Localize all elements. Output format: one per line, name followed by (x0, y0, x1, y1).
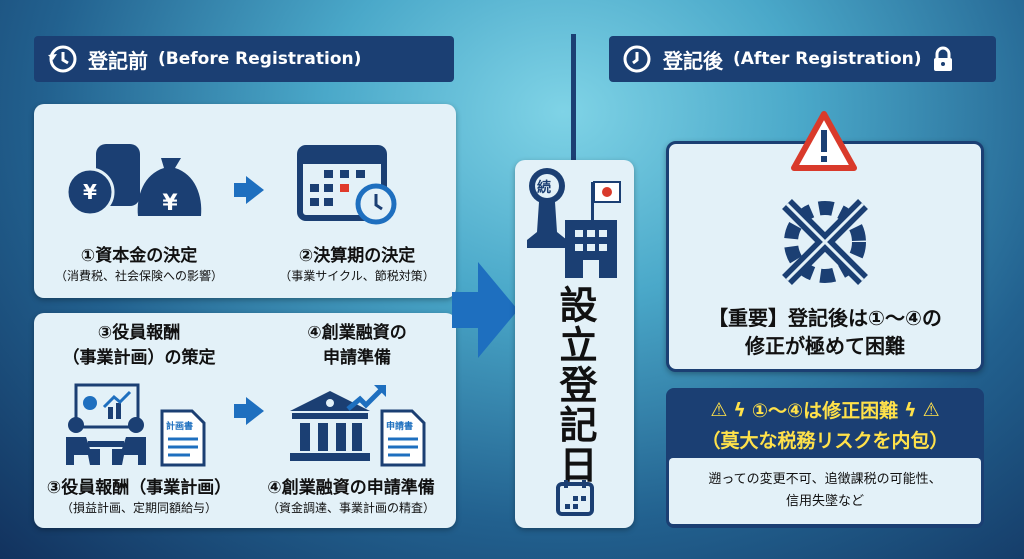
seal-stamp-building-icon (527, 168, 621, 278)
yen-money-icon: ¥ ¥ (66, 144, 202, 217)
warning-icon: ⚠ (710, 398, 728, 421)
calendar-icon (556, 480, 594, 516)
important-panel: 【重要】登記後は①～④の 修正が極めて困難 (666, 141, 984, 372)
step-4-heading: ④創業融資の 申請準備 (307, 323, 407, 368)
svg-text:¥: ¥ (83, 180, 97, 204)
plan-document-icon (160, 409, 206, 467)
after-subtitle: (After Registration) (733, 49, 922, 69)
broken-gear-icon (782, 199, 868, 285)
step-3-title: ③役員報酬（事業計画） (46, 478, 232, 498)
after-title: 登記後 (663, 48, 723, 73)
timeline-divider (571, 34, 576, 162)
business-meeting-icon (66, 383, 146, 465)
step-arrow-icon (234, 397, 264, 425)
risk-warning-line2: （莫大な税務リスクを内包） (701, 430, 949, 452)
step-4-title: ④創業融資の申請準備 (267, 478, 435, 498)
application-document-label: 申請書 (386, 422, 414, 432)
risk-warning-title-row: ⚠ϟ ①～④は修正困難 ϟ⚠ (666, 396, 984, 423)
registration-day-label: 設立登記日 (553, 285, 597, 485)
registration-day-panel: 続 設立登記日 (515, 160, 634, 528)
plan-document-label: 計画書 (166, 422, 194, 432)
lightning-icon: ϟ (904, 398, 917, 421)
main-flow-arrow-icon (452, 262, 518, 358)
warning-triangle-icon (791, 111, 857, 171)
important-text: 【重要】登記後は①～④の 修正が極めて困難 (708, 306, 942, 358)
risk-warning-line1: ①～④は修正困難 (751, 400, 899, 422)
steps-panel-1: ¥ ¥ ①資本金の決定 （消費税、社会保険への影響） ②決算期の決定 （事業サイ… (34, 104, 456, 298)
warning-icon: ⚠ (922, 398, 940, 421)
application-document-icon (380, 409, 426, 467)
bank-growth-icon (290, 385, 386, 461)
history-clock-icon (48, 45, 77, 73)
calendar-clock-icon (297, 145, 397, 225)
clock-icon (623, 45, 651, 73)
after-header: 登記後 (After Registration) (609, 36, 996, 82)
step-3-note: （損益計画、定期同額給与） (60, 501, 217, 515)
before-header: 登記前 (Before Registration) (34, 36, 454, 82)
svg-text:¥: ¥ (162, 191, 178, 216)
step-4-note: （資金調達、事業計画の精査） (266, 501, 435, 515)
before-title: 登記前 (88, 48, 148, 73)
steps-panel-2: ③役員報酬 （事業計画）の策定 ④創業融資の 申請準備 計画書 申請書 ③役員報… (34, 313, 456, 528)
step-3-heading: ③役員報酬 （事業計画）の策定 (62, 323, 216, 368)
risk-detail-box: 遡っての変更不可、追徴課税の可能性、 信用失墜など (669, 458, 981, 524)
step-2-note: （事業サイクル、節税対策） (279, 269, 435, 283)
risk-warning-box: ⚠ϟ ①～④は修正困難 ϟ⚠ （莫大な税務リスクを内包） 遡っての変更不可、追徴… (666, 388, 984, 528)
step-1-title: ①資本金の決定 (80, 246, 198, 266)
stamp-character: 続 (537, 180, 551, 196)
risk-detail-text: 遡っての変更不可、追徴課税の可能性、 信用失墜など (708, 472, 942, 509)
lightning-icon: ϟ (733, 398, 746, 421)
step-1-note: （消費税、社会保険への影響） (54, 269, 223, 283)
before-subtitle: (Before Registration) (158, 49, 362, 69)
step-arrow-icon (234, 176, 264, 204)
lock-icon (933, 46, 952, 71)
step-2-title: ②決算期の決定 (298, 246, 416, 266)
